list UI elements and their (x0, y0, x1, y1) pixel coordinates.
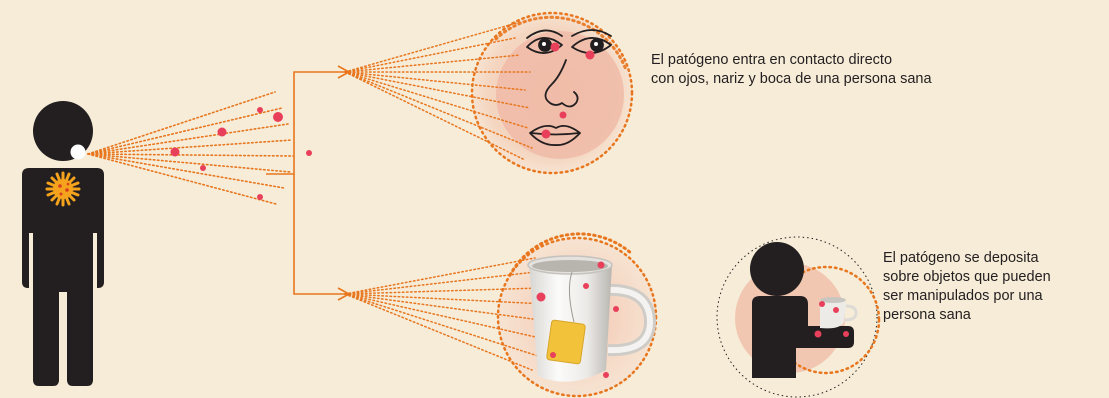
droplets (170, 107, 312, 200)
spray-to-mug (344, 257, 546, 371)
person-holding-mug-icon (716, 236, 881, 398)
holder-droplets (814, 301, 849, 338)
spray-to-face (344, 21, 533, 161)
mouth-icon (70, 144, 86, 160)
virus-icon (45, 171, 81, 207)
face-droplets (541, 42, 595, 139)
caption-face-contact: El patógeno entra en contacto directo co… (651, 51, 932, 89)
person-icon (22, 101, 104, 386)
caption-line: con ojos, nariz y boca de una persona sa… (651, 71, 932, 87)
tea-bag-icon (546, 271, 586, 365)
caption-line: sobre objetos que pueden (883, 269, 1051, 285)
spray-cone (87, 91, 294, 205)
face-halo (470, 11, 634, 175)
caption-line: El patógeno se deposita (883, 250, 1039, 266)
branch-arrows (266, 65, 351, 301)
caption-line: El patógeno entra en contacto directo (651, 52, 893, 68)
caption-line: ser manipulados por una (883, 288, 1043, 304)
mug-droplets (536, 261, 619, 378)
caption-line: persona sana (883, 307, 971, 323)
face-icon (526, 29, 612, 146)
caption-object-contact: El patógeno se deposita sobre objetos qu… (883, 249, 1051, 325)
